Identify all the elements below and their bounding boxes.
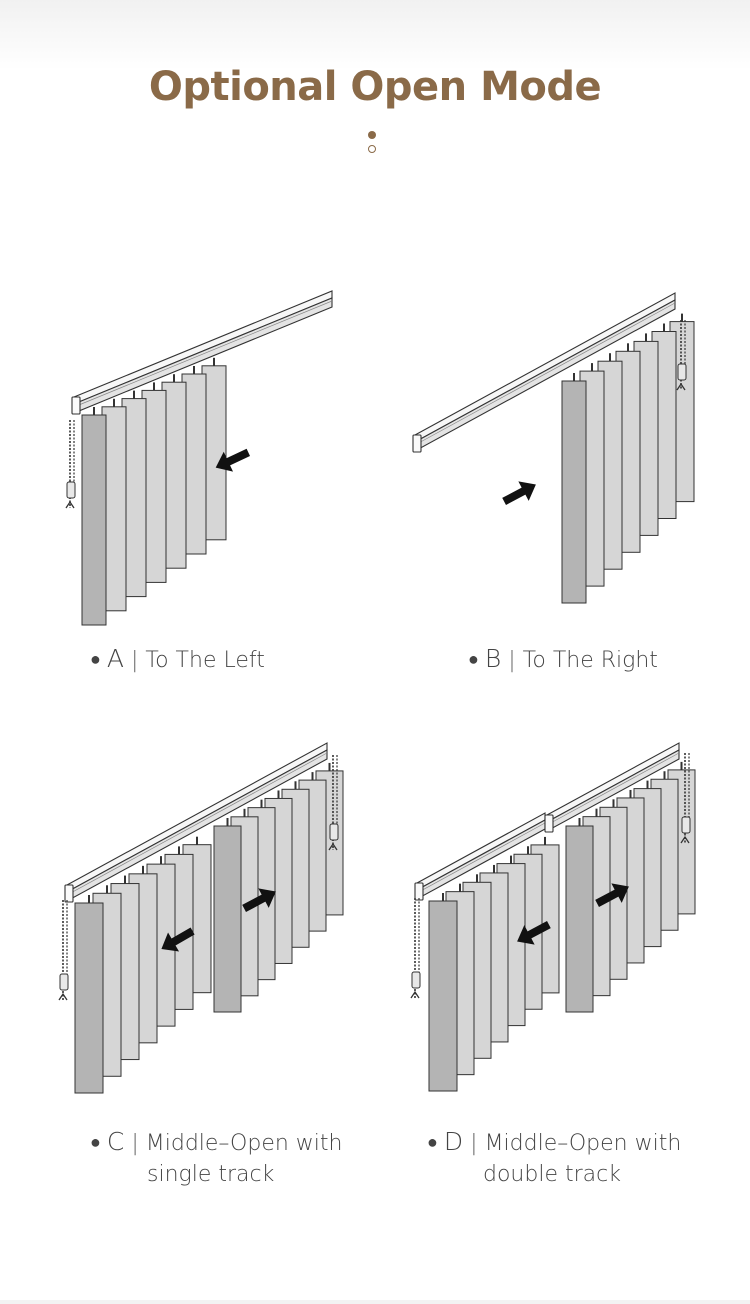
cord-weight (59, 973, 69, 991)
right-arrow-icon-shape (595, 883, 629, 907)
rail-left-endcap (414, 882, 424, 901)
cord-hook-end (676, 382, 686, 391)
blind-right-slat (213, 825, 242, 1013)
mode-text: To The Right (522, 648, 658, 673)
mode-letter: D (443, 1127, 464, 1156)
blind-right-slat (565, 825, 594, 1013)
rail-endcap (64, 884, 74, 903)
blind-slat (561, 380, 587, 604)
bullet-dot-icon: ● (427, 1132, 438, 1153)
right-arrow-icon (502, 481, 536, 505)
illustration-to-the-right (412, 292, 695, 604)
mode-separator: | (508, 648, 516, 673)
cord-hook-end (65, 500, 75, 509)
cord-weight (677, 363, 687, 381)
cord-weight (411, 971, 421, 989)
left-arrow-icon-shape (161, 927, 195, 952)
pagination-dot-icon (368, 131, 376, 139)
mode-letter: B (484, 644, 502, 673)
bullet-dot-icon: ● (90, 1132, 101, 1153)
mode-separator: | (130, 648, 139, 673)
cord-right-hook-end (680, 835, 690, 844)
illustration-to-the-left (65, 290, 333, 626)
mode-separator: | (131, 1131, 139, 1156)
illustration-middle-open-double-track (410, 742, 696, 1092)
caption-mode-c: ●C|Middle–Open with single track (90, 1127, 342, 1190)
rail-endcap (412, 434, 422, 453)
mode-text: Middle–Open with (145, 1131, 343, 1156)
mode-text: To The Left (145, 648, 265, 673)
cord-right-weight (329, 823, 339, 841)
left-arrow-icon (215, 448, 251, 472)
right-arrow-icon-shape (502, 481, 536, 505)
bullet-dot-icon: ● (90, 649, 101, 670)
blind-left-slat (74, 902, 104, 1094)
mode-letter: C (106, 1127, 125, 1156)
rail-groove (414, 302, 676, 446)
right-arrow-icon-shape (242, 888, 276, 912)
cord-hook-end (58, 992, 68, 1001)
rail-right-groove (546, 752, 680, 826)
mode-separator: | (470, 1131, 478, 1156)
blind-left-slat (428, 900, 458, 1092)
rail-left-groove (416, 822, 546, 894)
cord-right-weight (681, 816, 691, 834)
pagination-dot-icon (368, 145, 376, 153)
left-arrow-icon-shape (215, 448, 251, 472)
left-arrow-icon-shape (517, 921, 551, 945)
left-arrow-icon (161, 927, 195, 952)
mode-text-line2: single track (147, 1162, 275, 1187)
bullet-dot-icon: ● (468, 649, 479, 670)
blind-slat (81, 414, 107, 626)
right-arrow-icon (242, 888, 276, 912)
rail-right-endcap (544, 814, 554, 833)
mode-text: Middle–Open with (484, 1131, 682, 1156)
header-background (0, 0, 750, 70)
left-arrow-icon (517, 921, 551, 945)
cord-weight (66, 481, 76, 499)
mode-text-line2: double track (483, 1162, 621, 1187)
mode-letter: A (106, 644, 124, 673)
cord-hook-end (410, 990, 420, 999)
caption-mode-b: ●B|To The Right (468, 644, 658, 677)
illustration-middle-open-single-track (58, 742, 344, 1094)
rail-endcap (71, 396, 81, 415)
page-title: Optional Open Mode (148, 64, 602, 110)
footer-divider (0, 1300, 750, 1304)
rail-groove (73, 300, 333, 408)
rail-groove (66, 752, 328, 896)
caption-mode-d: ●D|Middle–Open with double track (427, 1127, 681, 1190)
right-arrow-icon (595, 883, 629, 907)
caption-mode-a: ●A|To The Left (90, 644, 265, 677)
cord-right-hook-end (328, 842, 338, 851)
